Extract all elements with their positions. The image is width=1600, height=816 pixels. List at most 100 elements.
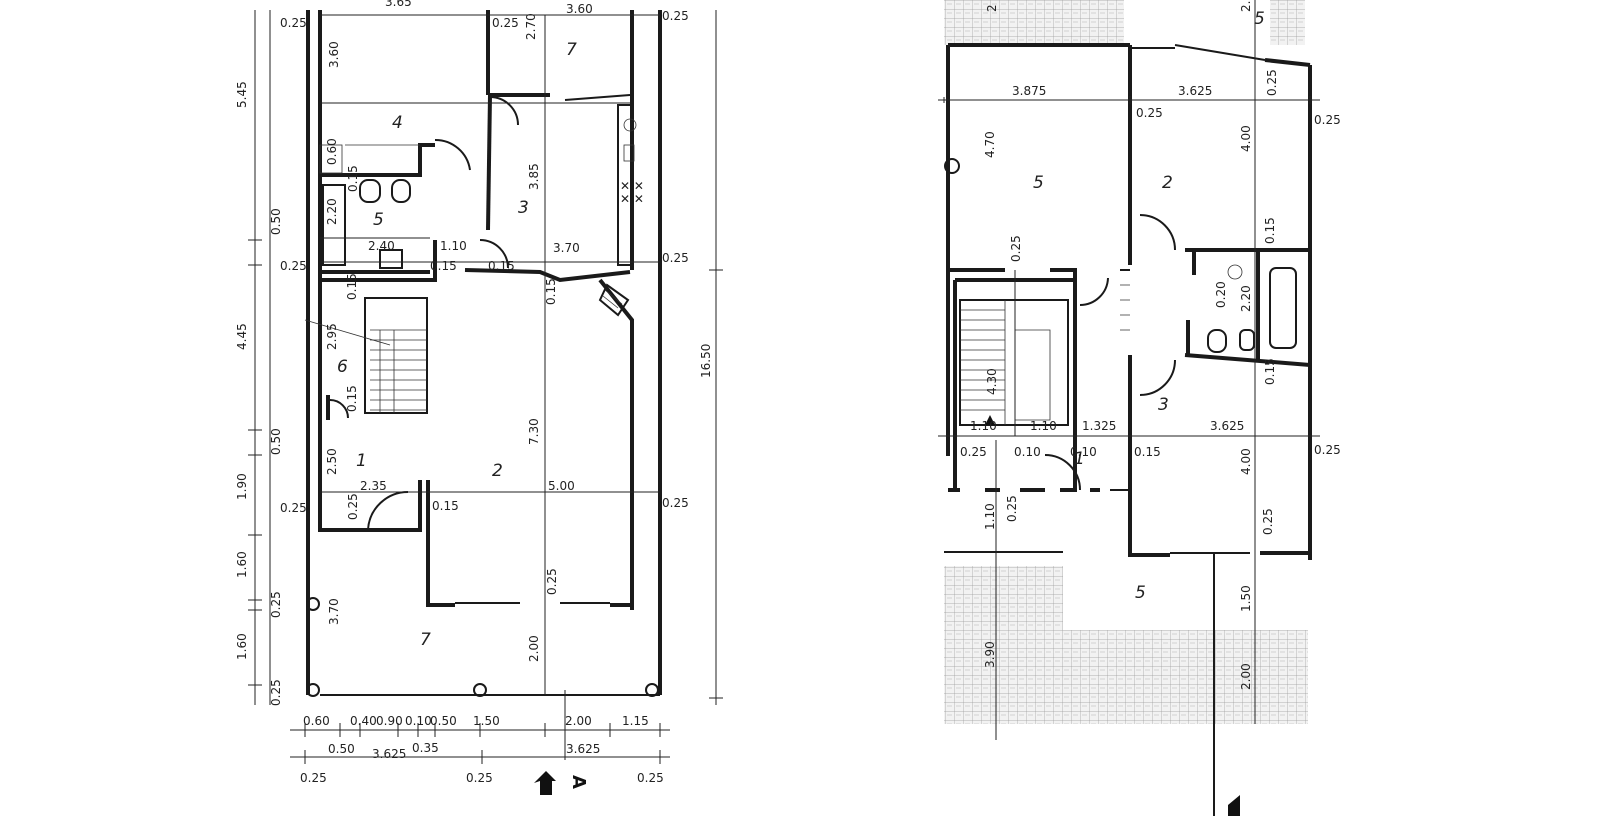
dim-label: 0.25 <box>269 591 283 618</box>
dim-label: 0.60 <box>303 714 330 728</box>
room-label: 2 <box>1162 173 1173 193</box>
dim-label: 3.90 <box>983 641 997 668</box>
section-marker: A <box>534 771 589 795</box>
room-label: 4 <box>392 113 403 133</box>
dim-label: 3.875 <box>1012 84 1046 98</box>
dim-label: 3.85 <box>527 163 541 190</box>
dim-label: 3.70 <box>553 241 580 255</box>
dim-label: 4.30 <box>985 368 999 395</box>
dim-label: 1.60 <box>235 633 249 660</box>
dim-label: 5.45 <box>235 81 249 108</box>
dim-label: 0.25 <box>1261 508 1275 535</box>
dim-label: 0.15 <box>346 165 360 192</box>
room-label: 5 <box>1254 9 1265 29</box>
dim-label: 0.25 <box>662 251 689 265</box>
room-label: 5 <box>1033 173 1044 193</box>
dim-label: 2.95 <box>325 323 339 350</box>
dim-label: 2.20 <box>325 198 339 225</box>
dim-label: 0.60 <box>325 138 339 165</box>
dim-label: 7.30 <box>527 418 541 445</box>
dim-label: 1.15 <box>622 714 649 728</box>
room-label: 5 <box>373 210 384 230</box>
dim-label: 0.15 <box>432 499 459 513</box>
svg-text:✕ ✕: ✕ ✕ <box>620 179 644 193</box>
dim-label: 0.25 <box>466 771 493 785</box>
dim-label: 3.70 <box>327 598 341 625</box>
dim-label: 4.70 <box>983 131 997 158</box>
dim-label: 0.25 <box>280 16 307 30</box>
dim-label: 0.25 <box>1314 443 1341 457</box>
dim-label: 0.50 <box>328 742 355 756</box>
dim-label: 0.25 <box>346 493 360 520</box>
dim-label: 3.65 <box>385 0 412 9</box>
dim-label: 0.25 <box>1265 69 1279 96</box>
ground-floor-plan: ✕ ✕ ✕ ✕ 4 7 5 3 6 1 2 7 <box>235 0 723 795</box>
dim-label: 0.35 <box>412 741 439 755</box>
upper-floor-plan: 5 5 2 3 1 5 2 2.0 3.875 3.625 0.25 0.25 … <box>938 0 1341 816</box>
dim-label: 2.0 <box>1239 0 1253 12</box>
dim-label: 5.00 <box>548 479 575 493</box>
dim-label: 0.25 <box>545 568 559 595</box>
dim-label: 0.25 <box>637 771 664 785</box>
room-label: 3 <box>518 198 529 218</box>
dim-label: 0.50 <box>269 208 283 235</box>
dim-label: 0.25 <box>280 259 307 273</box>
dim-label: 0.25 <box>1314 113 1341 127</box>
dim-label: 1.60 <box>235 551 249 578</box>
dim-label: 1.90 <box>235 473 249 500</box>
dim-label: 3.625 <box>566 742 600 756</box>
arrow-icon <box>534 771 556 795</box>
dim-label: 2.00 <box>565 714 592 728</box>
dim-label: 0.25 <box>280 501 307 515</box>
dim-label: 3.60 <box>566 2 593 16</box>
dim-label: 0.90 <box>376 714 403 728</box>
dim-label: 0.15 <box>544 278 558 305</box>
dim-label: 0.10 <box>1070 445 1097 459</box>
room-label: 7 <box>566 40 577 60</box>
dim-label: 16.50 <box>699 344 713 378</box>
room-label: 6 <box>337 357 348 377</box>
dim-label: 3.625 <box>1210 419 1244 433</box>
dim-label: 3.625 <box>1178 84 1212 98</box>
dim-label: 2.50 <box>325 448 339 475</box>
dim-label: 0.25 <box>662 9 689 23</box>
dim-label: 3.60 <box>327 41 341 68</box>
dim-label: 0.10 <box>405 714 432 728</box>
dim-label: 2.40 <box>368 239 395 253</box>
room-label: 3 <box>1158 395 1169 415</box>
dim-label: 0.50 <box>430 714 457 728</box>
dim-label: 1.325 <box>1082 419 1116 433</box>
dim-label: 4.00 <box>1239 125 1253 152</box>
dim-label: 0.10 <box>1014 445 1041 459</box>
dim-label: 4.00 <box>1239 448 1253 475</box>
dim-label: 1.50 <box>473 714 500 728</box>
dim-label: 0.15 <box>488 259 515 273</box>
dim-label: 0.25 <box>1005 495 1019 522</box>
arrow-icon <box>1228 795 1240 816</box>
svg-text:✕ ✕: ✕ ✕ <box>620 192 644 206</box>
dim-label: 0.20 <box>1214 281 1228 308</box>
dim-label: 2.35 <box>360 479 387 493</box>
dim-label: 1.10 <box>983 503 997 530</box>
dim-label: 0.15 <box>345 273 359 300</box>
dim-label: 0.25 <box>269 679 283 706</box>
dim-label: 1.10 <box>440 239 467 253</box>
dim-label: 0.25 <box>1136 106 1163 120</box>
room-label: 5 <box>1135 583 1146 603</box>
dim-label: 1.10 <box>1030 419 1057 433</box>
dim-label: 3.625 <box>372 747 406 761</box>
dim-label: 0.15 <box>1263 217 1277 244</box>
dim-label: 0.25 <box>300 771 327 785</box>
dim-label: 2 <box>985 4 999 12</box>
room-label: 1 <box>356 451 367 471</box>
dim-label: 0.40 <box>350 714 377 728</box>
dim-label: 0.15 <box>1263 358 1277 385</box>
dim-label: 0.50 <box>269 428 283 455</box>
room-label: 7 <box>420 630 431 650</box>
dim-label: 0.25 <box>1009 235 1023 262</box>
dim-label: 0.25 <box>960 445 987 459</box>
dim-label: 0.15 <box>430 259 457 273</box>
room-label: 1 <box>1074 449 1085 469</box>
dim-label: 2.70 <box>524 13 538 40</box>
